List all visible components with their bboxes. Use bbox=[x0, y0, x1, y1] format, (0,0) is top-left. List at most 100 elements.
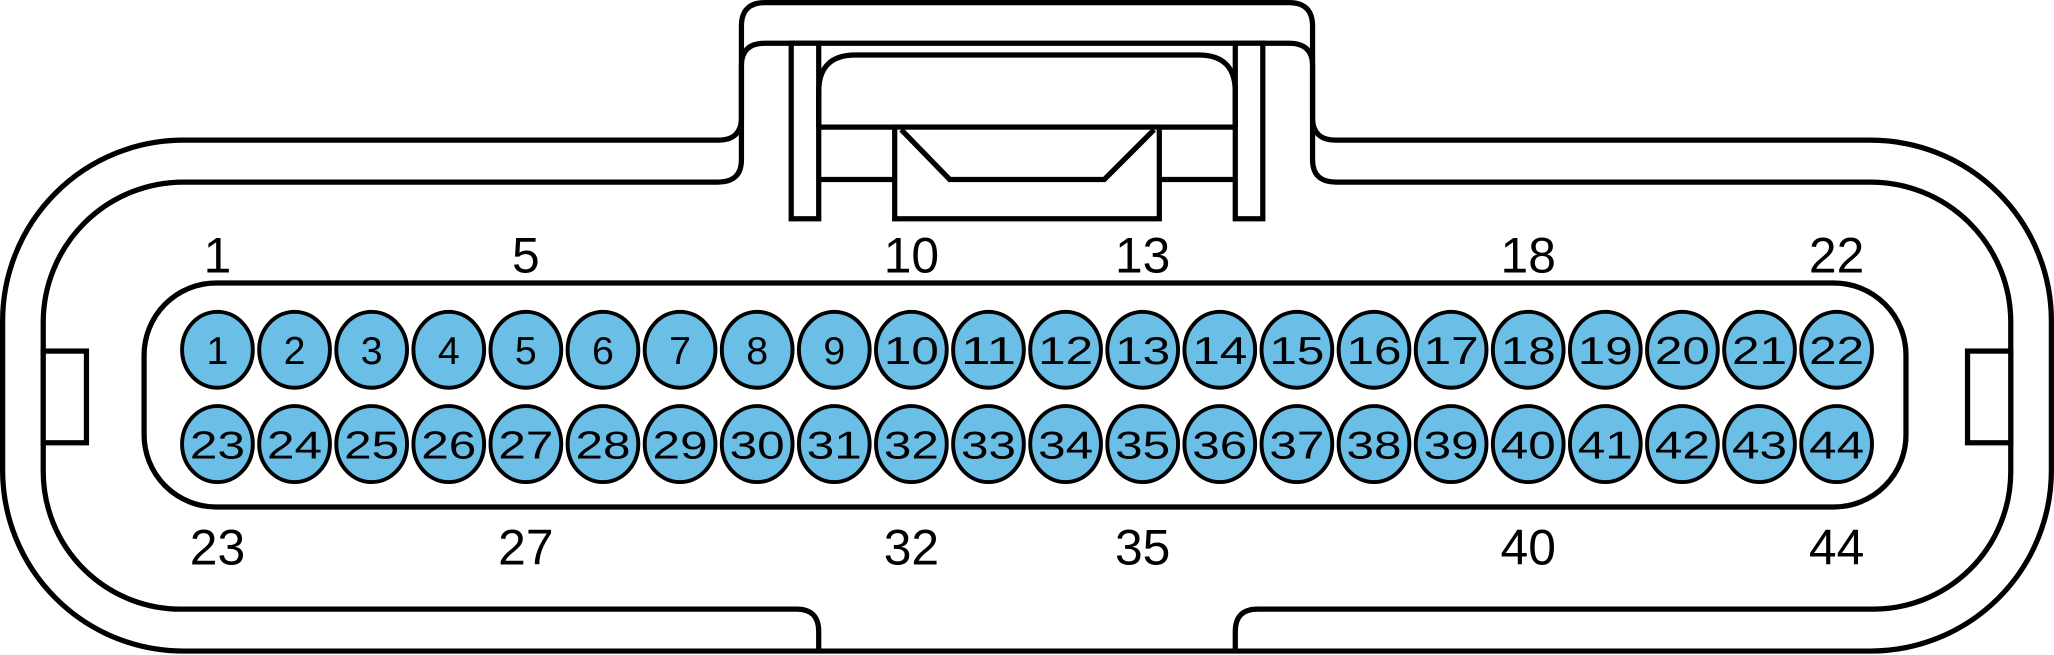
pin-circle bbox=[565, 309, 641, 390]
pin-cavity bbox=[141, 280, 1909, 510]
pin-circle bbox=[1645, 309, 1720, 390]
pin-circle bbox=[642, 309, 718, 390]
pin-number: 13 bbox=[1115, 329, 1170, 373]
pin-29: 29 bbox=[642, 404, 718, 485]
pin-circle bbox=[874, 404, 949, 485]
bottom-row-label: 23 bbox=[190, 520, 245, 576]
pin-4: 4 bbox=[411, 309, 487, 390]
pin-11: 11 bbox=[951, 309, 1026, 390]
pin-number: 23 bbox=[190, 423, 245, 467]
bottom-row-label: 44 bbox=[1809, 520, 1864, 576]
pin-number: 4 bbox=[438, 329, 460, 373]
pin-number: 8 bbox=[746, 329, 768, 373]
pin-20: 20 bbox=[1645, 309, 1720, 390]
pin-circle bbox=[1413, 404, 1489, 485]
pin-40: 40 bbox=[1490, 404, 1566, 485]
pin-number: 34 bbox=[1038, 423, 1093, 467]
pin-number: 17 bbox=[1424, 329, 1479, 373]
pin-number: 9 bbox=[823, 329, 845, 373]
pin-number: 7 bbox=[669, 329, 691, 373]
pin-number: 19 bbox=[1578, 329, 1633, 373]
pin-number: 1 bbox=[207, 329, 229, 373]
pin-circle bbox=[1028, 404, 1103, 485]
pin-number: 11 bbox=[961, 329, 1016, 373]
pin-number: 39 bbox=[1424, 423, 1479, 467]
pin-circle bbox=[719, 404, 795, 485]
pin-number: 21 bbox=[1732, 329, 1787, 373]
pin-number: 24 bbox=[267, 423, 322, 467]
bottom-row-label: 35 bbox=[1115, 520, 1170, 576]
pin-circle bbox=[1336, 309, 1412, 390]
pin-26: 26 bbox=[411, 404, 487, 485]
pin-43: 43 bbox=[1722, 404, 1797, 485]
pin-number: 28 bbox=[575, 423, 630, 467]
bottom-row-label: 27 bbox=[498, 520, 553, 576]
pin-3: 3 bbox=[334, 309, 409, 390]
pin-1: 1 bbox=[180, 309, 255, 390]
pin-12: 12 bbox=[1028, 309, 1103, 390]
pin-circle bbox=[1105, 404, 1181, 485]
pin-number: 44 bbox=[1809, 423, 1864, 467]
pin-33: 33 bbox=[951, 404, 1026, 485]
pin-circle bbox=[488, 309, 564, 390]
pin-circle bbox=[257, 404, 332, 485]
pin-44: 44 bbox=[1799, 404, 1874, 485]
top-row-label: 10 bbox=[884, 227, 939, 283]
top-row-label: 13 bbox=[1115, 227, 1170, 283]
pin-9: 9 bbox=[796, 309, 872, 390]
left-side-notch bbox=[40, 348, 90, 446]
pin-37: 37 bbox=[1259, 404, 1335, 485]
pin-circle bbox=[1105, 309, 1181, 390]
pin-number: 20 bbox=[1655, 329, 1710, 373]
pin-number: 35 bbox=[1115, 423, 1170, 467]
pin-circle bbox=[257, 309, 332, 390]
right-side-notch bbox=[1964, 348, 2014, 446]
pin-number: 43 bbox=[1732, 423, 1787, 467]
pin-circle bbox=[1259, 404, 1335, 485]
pin-number: 12 bbox=[1038, 329, 1093, 373]
housing-inner-outline-left bbox=[738, 40, 2014, 652]
pin-circle bbox=[951, 309, 1026, 390]
bottom-row-label: 40 bbox=[1501, 520, 1556, 576]
pin-41: 41 bbox=[1567, 404, 1643, 485]
pin-17: 17 bbox=[1413, 309, 1489, 390]
pin-circle bbox=[719, 309, 795, 390]
pin-circle bbox=[411, 404, 487, 485]
pin-number: 30 bbox=[730, 423, 785, 467]
pin-number: 22 bbox=[1809, 329, 1864, 373]
pin-25: 25 bbox=[334, 404, 409, 485]
pin-circle bbox=[642, 404, 718, 485]
pin-6: 6 bbox=[565, 309, 641, 390]
pin-number: 29 bbox=[653, 423, 708, 467]
pin-31: 31 bbox=[796, 404, 872, 485]
top-row-label: 1 bbox=[204, 227, 232, 283]
pin-15: 15 bbox=[1259, 309, 1335, 390]
bottom-row-label: 32 bbox=[884, 520, 939, 576]
pin-number: 36 bbox=[1192, 423, 1247, 467]
pin-number: 16 bbox=[1346, 329, 1401, 373]
pin-number: 42 bbox=[1655, 423, 1710, 467]
pin-14: 14 bbox=[1182, 309, 1258, 390]
pin-circle bbox=[796, 404, 872, 485]
pin-number: 14 bbox=[1192, 329, 1247, 373]
pin-number: 32 bbox=[884, 423, 939, 467]
pin-circle bbox=[1645, 404, 1720, 485]
pin-number: 33 bbox=[961, 423, 1016, 467]
locking-latch bbox=[788, 40, 1266, 222]
pin-34: 34 bbox=[1028, 404, 1103, 485]
pin-circle bbox=[1028, 309, 1103, 390]
pin-39: 39 bbox=[1413, 404, 1489, 485]
pin-16: 16 bbox=[1336, 309, 1412, 390]
pin-circle bbox=[411, 309, 487, 390]
pin-number: 6 bbox=[592, 329, 614, 373]
pin-circle bbox=[796, 309, 872, 390]
pin-27: 27 bbox=[488, 404, 564, 485]
pin-13: 13 bbox=[1105, 309, 1181, 390]
pin-35: 35 bbox=[1105, 404, 1181, 485]
pin-30: 30 bbox=[719, 404, 795, 485]
pin-23: 23 bbox=[180, 404, 255, 485]
